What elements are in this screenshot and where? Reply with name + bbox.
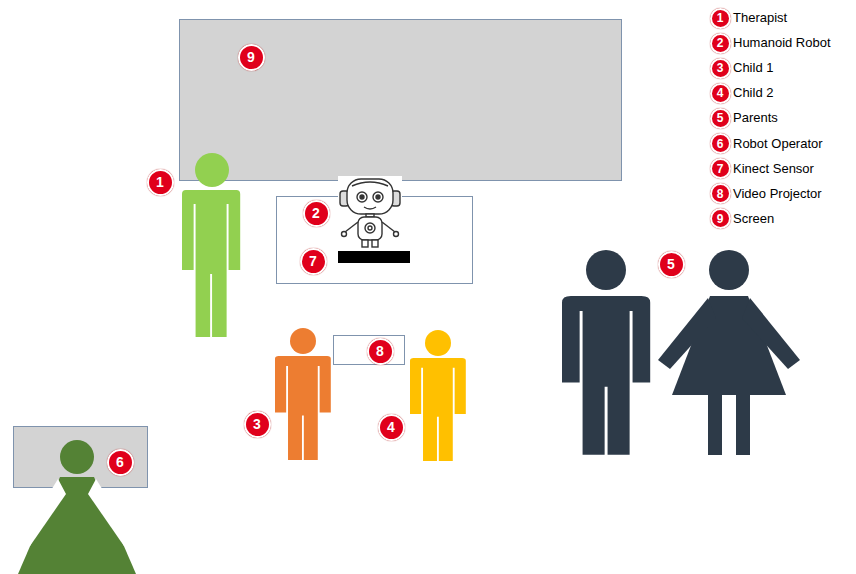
legend-text: Child 1	[733, 60, 773, 76]
callout-number: 4	[378, 414, 405, 441]
legend-text: Video Projector	[733, 186, 822, 202]
projector-box: 8	[333, 335, 405, 365]
callout-number: 7	[710, 158, 731, 179]
callout-number: 8	[367, 338, 394, 365]
operator-figure	[18, 440, 136, 574]
callout-number: 9	[710, 208, 731, 229]
callout-number: 1	[147, 169, 174, 196]
screen-box: 9	[179, 19, 622, 181]
callout-number: 9	[238, 44, 265, 71]
callout-number: 2	[303, 200, 330, 227]
legend-text: Therapist	[733, 10, 787, 26]
callout-number: 5	[710, 108, 731, 129]
therapist-figure	[182, 153, 240, 337]
callout-number: 1	[710, 8, 731, 29]
legend-text: Screen	[733, 211, 774, 227]
legend-text: Humanoid Robot	[733, 35, 831, 51]
callout-number: 6	[710, 133, 731, 154]
callout-number: 6	[107, 449, 134, 476]
kinect-bar	[338, 251, 410, 263]
callout-number: 8	[710, 183, 731, 204]
child-figure	[410, 330, 466, 461]
legend-text: Robot Operator	[733, 136, 823, 152]
legend-text: Child 2	[733, 85, 773, 101]
callout-number: 3	[710, 58, 731, 79]
callout-number: 4	[710, 83, 731, 104]
callout-number: 7	[300, 248, 327, 275]
callout-number: 5	[658, 251, 685, 278]
parent-figure	[658, 250, 800, 455]
legend-text: Kinect Sensor	[733, 161, 814, 177]
parent-figure	[562, 250, 650, 455]
robot-illustration	[338, 176, 402, 250]
child-figure	[275, 328, 331, 460]
legend-text: Parents	[733, 110, 778, 126]
callout-number: 3	[244, 411, 271, 438]
callout-number: 2	[710, 33, 731, 54]
